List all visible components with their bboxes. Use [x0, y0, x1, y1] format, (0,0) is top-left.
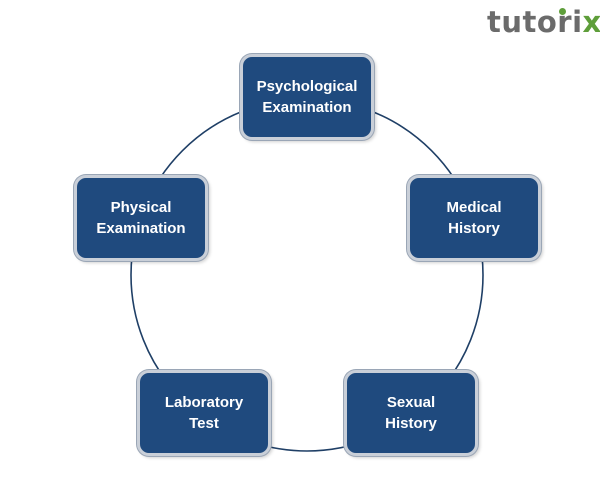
node-label-line: Medical	[446, 199, 502, 216]
node-label-line: Sexual	[386, 394, 436, 411]
node-label-line: Examination	[96, 220, 186, 237]
logo-text-accent: x	[582, 5, 600, 39]
node-label-line: History	[448, 220, 500, 237]
node-label-line: Examination	[262, 99, 352, 116]
logo-text-main: tutori	[487, 5, 583, 39]
node-label-line: Physical	[110, 199, 172, 216]
node-medical-history: Medical History	[407, 175, 541, 261]
node-psychological-examination: Psychological Examination	[240, 54, 374, 140]
node-sexual-history: Sexual History	[344, 370, 478, 456]
node-label-line: History	[385, 415, 437, 432]
node-laboratory-test: Laboratory Test	[137, 370, 271, 456]
node-label-line: Laboratory	[164, 394, 244, 411]
logo-dot-icon	[559, 8, 566, 15]
node-label-line: Test	[189, 415, 219, 432]
node-label-line: Psychological	[256, 78, 358, 95]
node-physical-examination: Physical Examination	[74, 175, 208, 261]
tutorix-logo: tutorix	[487, 2, 600, 42]
